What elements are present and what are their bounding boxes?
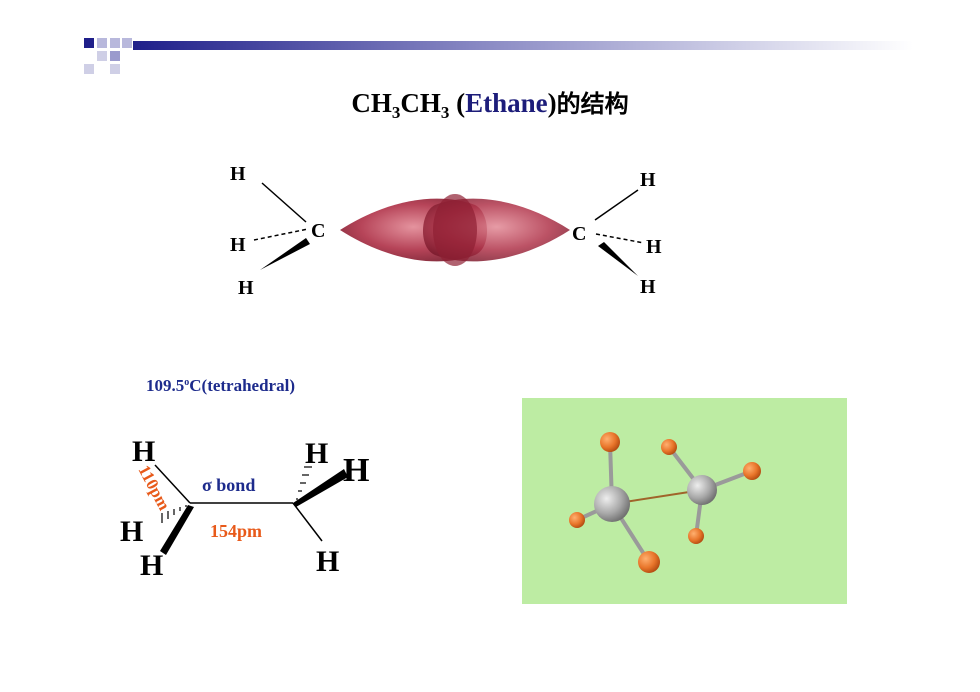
header-square [122, 38, 132, 48]
hydrogen-label: H [120, 515, 143, 548]
hydrogen-label: H [343, 452, 369, 489]
model-hydrogen-atom [743, 462, 761, 480]
hydrogen-label: H [316, 545, 339, 578]
header-decoration [84, 38, 913, 74]
bond-length-diagram: H H H H H H 110pm σ bond 154pm [120, 435, 369, 582]
c-h-wedge-bond [160, 505, 194, 555]
title-ethane: Ethane [465, 88, 548, 118]
orbital-overlap [433, 194, 477, 266]
header-square [110, 51, 120, 61]
header-square [110, 38, 120, 48]
model-carbon-atom [687, 475, 717, 505]
c-h-wedge-bond [293, 469, 348, 507]
hydrogen-label: H [230, 163, 246, 185]
model-hydrogen-atom [600, 432, 620, 452]
carbon-label: C [572, 223, 586, 245]
header-square [84, 38, 94, 48]
hydrogen-label: H [640, 169, 656, 191]
header-bar [133, 41, 913, 50]
header-square [84, 64, 94, 74]
carbon-label: C [311, 220, 325, 242]
c-h-dashed-bond [253, 228, 309, 241]
slide-title: CH3CH3 (Ethane)的结构 [351, 88, 629, 122]
hydrogen-label: H [230, 234, 246, 256]
c-h-bond-length: 110pm [134, 462, 173, 513]
c-h-wedge-bond [260, 238, 310, 270]
hydrogen-label: H [305, 437, 328, 470]
header-square [97, 51, 107, 61]
hydrogen-label: H [132, 435, 155, 468]
c-h-bond [292, 502, 323, 542]
c-h-bond [594, 189, 639, 221]
hydrogen-label: H [646, 236, 662, 258]
header-square [110, 64, 120, 74]
bond-angle-label: 109.5oC(tetrahedral) [146, 376, 295, 395]
c-h-bond [154, 464, 191, 504]
sigma-bond-label: σ bond [202, 475, 255, 495]
model-hydrogen-atom [569, 512, 585, 528]
model-carbon-atom [594, 486, 630, 522]
hydrogen-label: H [640, 276, 656, 298]
orbital-diagram: C H H H C H H H [230, 163, 662, 299]
c-h-hashed-bond [161, 505, 187, 523]
model-hydrogen-atom [638, 551, 660, 573]
c-h-wedge-bond [598, 242, 638, 276]
model-hydrogen-atom [661, 439, 677, 455]
hydrogen-label: H [238, 277, 254, 299]
hydrogen-label: H [140, 549, 163, 582]
c-c-bond-length: 154pm [210, 521, 262, 541]
c-h-hashed-bond [296, 466, 312, 500]
header-square [97, 38, 107, 48]
ball-and-stick-model [522, 398, 847, 604]
c-h-bond [261, 182, 307, 223]
c-h-dashed-bond [595, 233, 645, 244]
model-hydrogen-atom [688, 528, 704, 544]
